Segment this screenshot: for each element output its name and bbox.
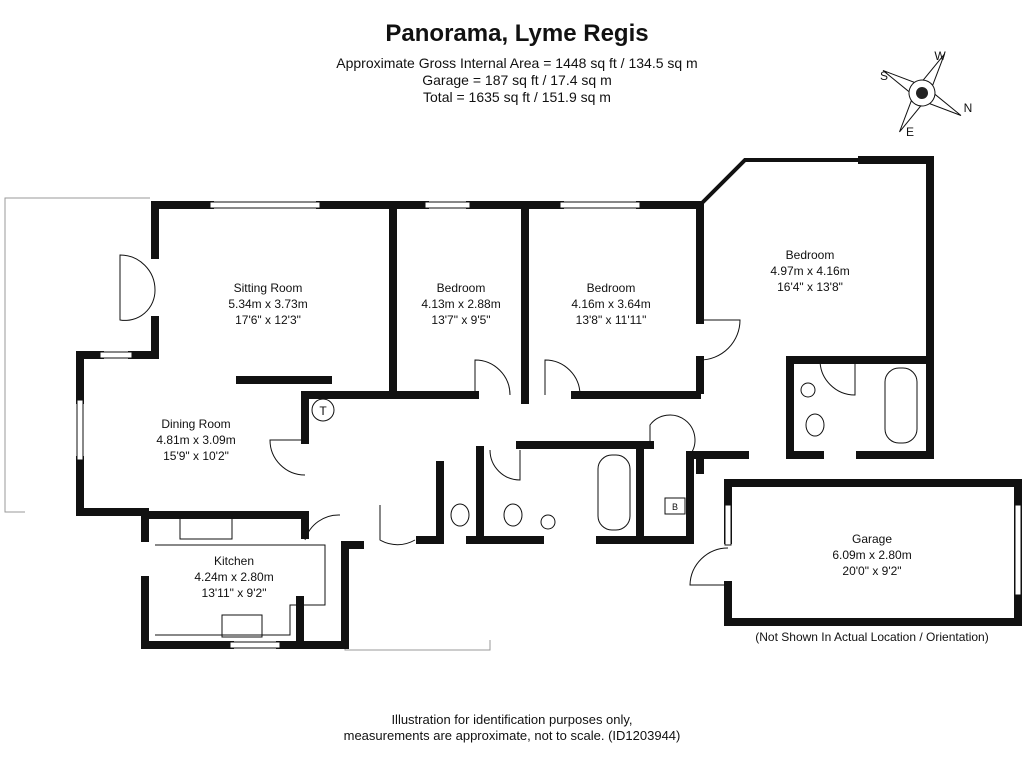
room-dining: Dining Room 4.81m x 3.09m 15'9" x 10'2" <box>156 417 235 463</box>
sink-icon <box>221 614 263 638</box>
basin-icon <box>800 382 816 398</box>
svg-text:Garage: Garage <box>852 532 892 546</box>
room-bedroom-2: Bedroom 4.16m x 3.64m 13'8" x 11'11" <box>571 281 650 327</box>
windows <box>76 201 1022 649</box>
svg-text:Bedroom: Bedroom <box>587 281 636 295</box>
svg-text:Bedroom: Bedroom <box>437 281 486 295</box>
compass-e: E <box>906 125 914 139</box>
svg-text:15'9" x 10'2": 15'9" x 10'2" <box>163 449 229 463</box>
disclaimer-line-1: Illustration for identification purposes… <box>391 712 633 727</box>
compass-s: S <box>880 69 888 83</box>
toilet-icon <box>805 413 825 437</box>
bath-icon <box>884 367 918 444</box>
porch-outline <box>344 545 491 651</box>
garage-area: Garage = 187 sq ft / 17.4 sq m <box>422 72 612 88</box>
tank-icon <box>311 398 335 422</box>
svg-text:16'4" x 13'8": 16'4" x 13'8" <box>777 280 843 294</box>
svg-text:13'8" x 11'11": 13'8" x 11'11" <box>576 313 647 327</box>
boiler-label: B <box>672 502 678 512</box>
svg-text:6.09m x 2.80m: 6.09m x 2.80m <box>832 548 911 562</box>
gross-area: Approximate Gross Internal Area = 1448 s… <box>336 55 698 71</box>
compass-n: N <box>964 101 973 115</box>
disclaimer: Illustration for identification purposes… <box>0 712 1024 744</box>
room-bedroom-3: Bedroom 4.97m x 4.16m 16'4" x 13'8" <box>770 248 849 294</box>
compass-icon <box>882 53 962 133</box>
compass-w: W <box>934 49 946 63</box>
terrace-outline <box>4 197 150 513</box>
svg-text:13'7" x 9'5": 13'7" x 9'5" <box>431 313 490 327</box>
svg-text:4.81m x 3.09m: 4.81m x 3.09m <box>156 433 235 447</box>
room-bedroom-1: Bedroom 4.13m x 2.88m 13'7" x 9'5" <box>421 281 500 327</box>
svg-text:4.13m x 2.88m: 4.13m x 2.88m <box>421 297 500 311</box>
svg-text:Bedroom: Bedroom <box>786 248 835 262</box>
disclaimer-line-2: measurements are approximate, not to sca… <box>343 728 681 743</box>
doors <box>119 254 856 586</box>
svg-text:5.34m x 3.73m: 5.34m x 3.73m <box>228 297 307 311</box>
svg-text:Sitting Room: Sitting Room <box>234 281 303 295</box>
garage-note: (Not Shown In Actual Location / Orientat… <box>755 630 988 644</box>
svg-text:13'11" x 9'2": 13'11" x 9'2" <box>202 586 267 600</box>
total-area: Total = 1635 sq ft / 151.9 sq m <box>423 89 611 105</box>
fixtures <box>155 367 918 638</box>
hob-icon <box>179 516 233 540</box>
page-title: Panorama, Lyme Regis <box>385 20 649 47</box>
basin-icon <box>540 514 556 530</box>
walls <box>76 156 1022 649</box>
tank-label: T <box>319 404 327 418</box>
svg-text:20'0" x 9'2": 20'0" x 9'2" <box>842 564 901 578</box>
room-garage: Garage 6.09m x 2.80m 20'0" x 9'2" <box>832 532 911 578</box>
svg-text:Dining Room: Dining Room <box>161 417 230 431</box>
toilet-icon <box>450 503 470 527</box>
svg-text:4.16m x 3.64m: 4.16m x 3.64m <box>571 297 650 311</box>
svg-text:17'6" x 12'3": 17'6" x 12'3" <box>235 313 301 327</box>
room-sitting: Sitting Room 5.34m x 3.73m 17'6" x 12'3" <box>228 281 307 327</box>
toilet-icon <box>503 503 523 527</box>
svg-text:Kitchen: Kitchen <box>214 554 254 568</box>
room-kitchen: Kitchen 4.24m x 2.80m 13'11" x 9'2" <box>194 554 273 600</box>
svg-text:4.97m x 4.16m: 4.97m x 4.16m <box>770 264 849 278</box>
boiler-icon <box>664 497 686 515</box>
svg-text:4.24m x 2.80m: 4.24m x 2.80m <box>194 570 273 584</box>
bath-icon <box>597 454 631 531</box>
